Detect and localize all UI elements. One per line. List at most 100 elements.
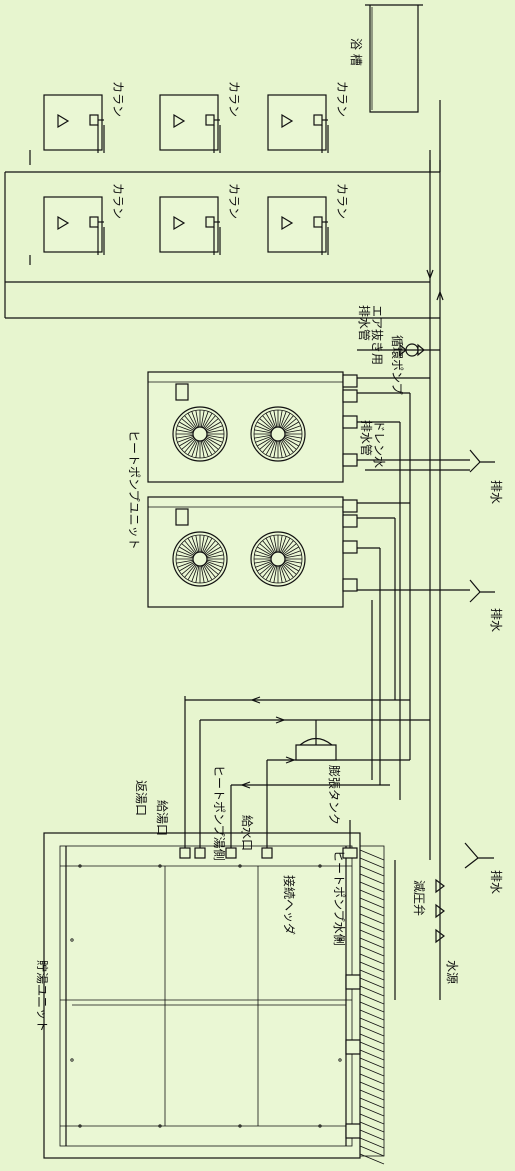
fan-blade	[257, 437, 273, 447]
fan-blade	[184, 439, 196, 453]
fan-blade	[281, 564, 291, 580]
tank-rivet	[318, 864, 322, 868]
ground-hatch	[359, 1033, 385, 1045]
fan-blade	[205, 562, 221, 572]
hp-water-side-label: ヒートポンプ水側	[332, 850, 346, 946]
fan-blade	[262, 415, 274, 429]
tank-rivet	[158, 864, 162, 868]
fan-blade	[184, 564, 196, 578]
ground-hatch	[359, 945, 385, 957]
fan-blade	[176, 429, 194, 434]
ground-hatch	[359, 1089, 385, 1101]
column-label: カラン	[227, 183, 241, 219]
ground-hatch	[359, 993, 385, 1005]
fan-blade	[202, 411, 209, 428]
faucet-icon	[173, 215, 186, 231]
column-label: カラン	[111, 81, 125, 117]
fan-blade	[204, 415, 216, 429]
check-valve-icon	[435, 878, 445, 894]
fan-blade	[205, 437, 221, 447]
fan-blade	[282, 564, 294, 578]
fan-blade	[273, 535, 278, 553]
tank-fitting	[345, 974, 361, 990]
fan-blade	[259, 543, 273, 555]
expansion-tank-label: 膨張タンク	[327, 765, 341, 825]
fan-blade	[278, 440, 283, 458]
fan-outer-icon	[250, 406, 306, 462]
fan-blade	[206, 561, 223, 568]
fan-blade	[176, 559, 194, 564]
fan-blade	[202, 565, 209, 582]
fan-blade	[283, 563, 297, 575]
circ-pump-label: 循環ポンプ	[390, 335, 404, 395]
fan-blade	[265, 439, 275, 455]
fan-blade	[281, 538, 291, 554]
air-vent-label: エア抜き用	[370, 305, 384, 365]
fan-outer-icon	[250, 531, 306, 587]
fan-blade	[177, 550, 194, 557]
arrow	[436, 290, 444, 301]
fan-blade	[179, 437, 195, 447]
fan-blade	[177, 436, 194, 443]
ground-hatch	[359, 1073, 385, 1085]
ground-hatch	[359, 985, 385, 997]
fan-blade	[202, 440, 209, 457]
fan-blade	[195, 410, 200, 428]
fan-blade	[191, 440, 198, 457]
ground-hatch	[359, 953, 385, 965]
fan-blade	[177, 425, 194, 432]
column-label: カラン	[335, 81, 349, 117]
ground-hatch	[359, 1097, 385, 1109]
fan-blade	[283, 562, 299, 572]
fan-blade	[281, 413, 291, 429]
supply-port-label: 給湯口	[155, 800, 169, 836]
faucet-icon	[57, 113, 70, 129]
tank-fitting	[345, 1123, 361, 1139]
drain-label-3: 排水	[489, 870, 503, 894]
water-source-label: 水源	[445, 960, 459, 984]
column-valve	[205, 114, 215, 126]
fan-blade	[203, 413, 213, 429]
ground-hatch	[359, 929, 385, 941]
ground-hatch	[359, 1041, 385, 1053]
arrow	[285, 756, 296, 764]
fan-blade	[191, 565, 198, 582]
ground-hatch	[359, 977, 385, 989]
storage-unit-label: 貯湯ユニット	[35, 960, 49, 1032]
fan-hub	[192, 551, 208, 567]
pressure-valve-label: 減圧弁	[412, 880, 427, 916]
fan-blade	[283, 438, 297, 450]
column-valve	[205, 216, 215, 228]
fan-blade	[255, 436, 272, 443]
ground-hatch	[359, 1153, 385, 1165]
fan-blade	[200, 410, 205, 428]
fan-blade	[284, 434, 302, 439]
fan-blade	[203, 439, 213, 455]
fan-blade	[200, 565, 205, 583]
fan-blade	[280, 536, 287, 553]
supply-port-fitting	[194, 847, 206, 859]
fan-blade	[280, 411, 287, 428]
fan-blade	[284, 436, 301, 443]
fan-blade	[283, 543, 297, 555]
fan-blade	[269, 565, 276, 582]
fan-hub	[192, 426, 208, 442]
drain-label-1: 排水	[489, 480, 503, 504]
fan-blade	[269, 411, 276, 428]
fan-blade	[280, 440, 287, 457]
fan-blade	[206, 554, 224, 559]
header-label: 接続ヘッダ	[282, 875, 297, 935]
fan-blade	[205, 438, 219, 450]
fan-blade	[177, 561, 194, 568]
expansion-tank-dome	[299, 737, 333, 746]
fan-blade	[282, 540, 294, 554]
fan-blade	[205, 546, 221, 556]
fan-blade	[181, 543, 195, 555]
fan-blade	[176, 434, 194, 439]
fan-blade	[284, 550, 301, 557]
fan-blade	[284, 429, 302, 434]
bath-label: 浴 槽	[349, 38, 363, 66]
water-inlet-fitting	[261, 847, 273, 859]
fan-blade	[204, 439, 216, 453]
fan-blade	[255, 425, 272, 432]
